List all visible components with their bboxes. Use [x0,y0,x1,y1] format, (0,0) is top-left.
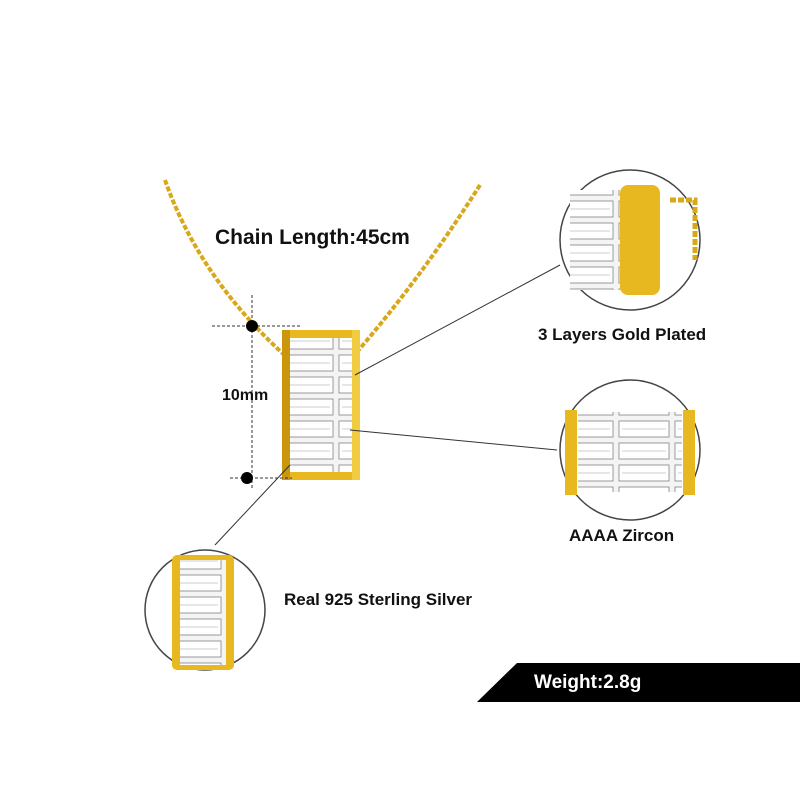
detail-circle-zircon [559,379,701,521]
chain-length-label: Chain Length:45cm [215,226,410,249]
pendant-height-label: 10mm [222,387,269,404]
weight-label: Weight:2.8g [534,672,642,693]
detail-circle-silver [144,549,266,671]
chain [163,179,482,362]
material-label: Real 925 Sterling Silver [284,590,473,609]
pendant [282,330,360,480]
weight-banner: Weight:2.8g [477,663,800,702]
zircon-label: AAAA Zircon [569,526,675,545]
plating-label: 3 Layers Gold Plated [538,325,707,344]
detail-circle-plating [559,169,701,311]
